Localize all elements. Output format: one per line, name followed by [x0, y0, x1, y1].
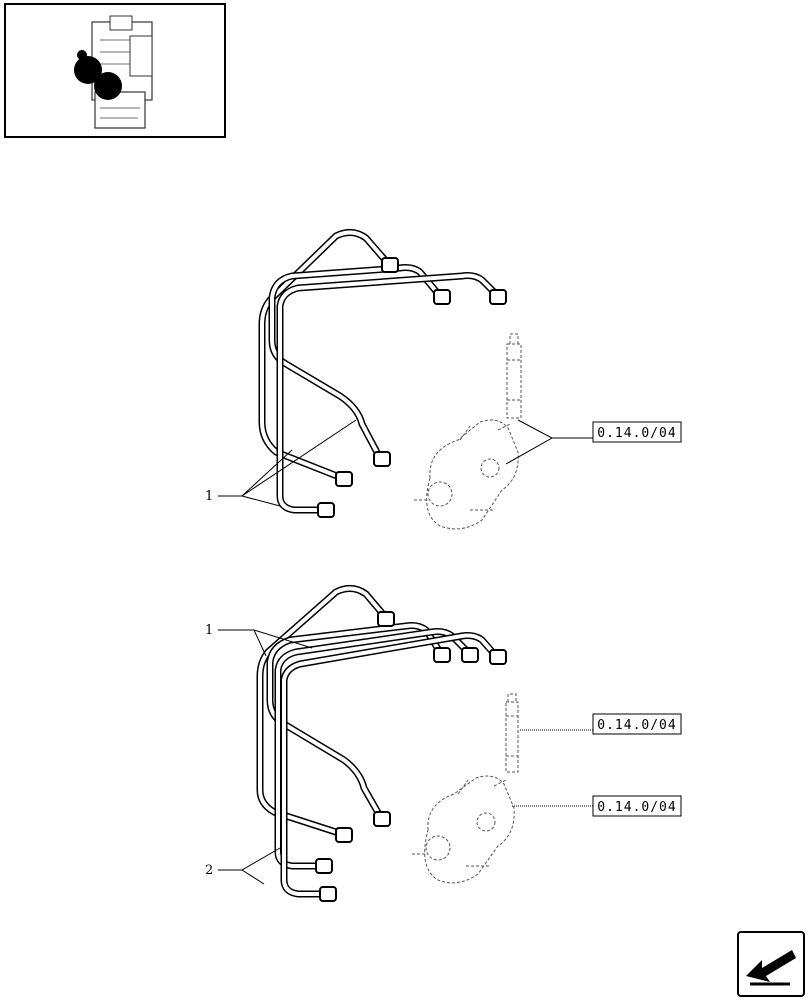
engine-thumbnail[interactable] [4, 3, 226, 138]
pipe-nut [315, 858, 333, 874]
pipe-nut [317, 502, 335, 518]
top-callout-1: 1 [205, 419, 357, 507]
bottom-callout-1: 1 [205, 623, 313, 657]
pipe-nut [373, 811, 391, 827]
pipe-nut [461, 647, 479, 663]
back-arrow-icon [746, 950, 796, 986]
callout-label: 2 [205, 863, 213, 878]
top-injection-pump [414, 419, 519, 530]
bottom-callout-2: 2 [205, 847, 281, 885]
top-reference-1[interactable]: 0.14.0/04 [505, 419, 682, 465]
reference-label: 0.14.0/04 [597, 800, 676, 815]
bottom-injection-pump [412, 775, 515, 884]
bottom-reference-2[interactable]: 0.14.0/04 [512, 795, 682, 817]
pipe-nut [381, 257, 399, 273]
bottom-injector [505, 693, 519, 773]
top-injector [506, 333, 522, 419]
pipe-nut [489, 289, 507, 305]
callout-label: 1 [205, 623, 213, 638]
top-pipe-assembly [258, 229, 507, 518]
pipe-nut [433, 647, 451, 663]
bottom-pipe-assembly [256, 585, 507, 902]
reference-label: 0.14.0/04 [597, 426, 676, 441]
pipe-nut [433, 289, 451, 305]
pipe-nut [319, 886, 337, 902]
pipe-nut [373, 451, 391, 467]
bottom-reference-1[interactable]: 0.14.0/04 [520, 713, 682, 735]
pipe-nut [335, 471, 353, 487]
pipe-nut [489, 649, 507, 665]
callout-label: 1 [205, 489, 213, 504]
reference-label: 0.14.0/04 [597, 718, 676, 733]
pipe-nut [335, 827, 353, 843]
engine-thumbnail-icon [74, 15, 153, 129]
back-arrow-button[interactable] [737, 931, 805, 997]
pipe-nut [377, 611, 395, 627]
